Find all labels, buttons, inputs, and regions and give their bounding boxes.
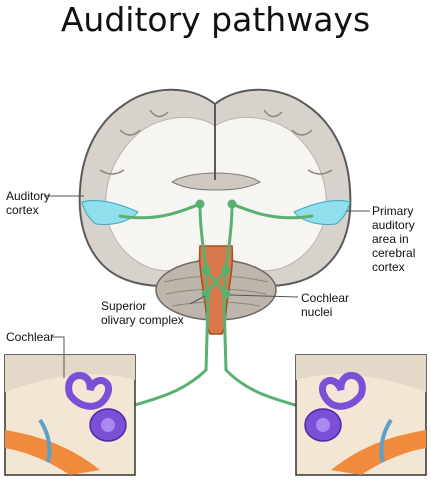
nucleus-cortex-right — [227, 199, 237, 209]
cochlea-left-spiral — [101, 418, 115, 432]
leader-superior-olivary — [189, 295, 206, 305]
bone-left — [5, 355, 135, 392]
eardrum-right — [379, 418, 393, 463]
eardrum-left — [38, 418, 52, 463]
ear-canal-left — [5, 430, 100, 475]
leader-lines — [44, 195, 370, 378]
label-primary-auditory-area: Primary auditory area in cerebral cortex — [372, 204, 416, 274]
bone-right — [296, 355, 426, 392]
pathway-right-ear — [222, 201, 314, 412]
ear-panel-right — [295, 354, 427, 476]
auditory-pathway — [116, 201, 314, 412]
gyri-left — [95, 109, 169, 215]
label-auditory-cortex: Auditory cortex — [6, 189, 51, 217]
leader-cochlear — [52, 336, 65, 378]
auditory-cortex-right — [293, 199, 351, 225]
nucleus-upper-right — [221, 265, 231, 275]
pathway-cross-lower — [204, 268, 228, 296]
leader-cochlear-nuclei — [229, 294, 299, 298]
semicircular-canals-right — [318, 372, 366, 410]
label-superior-olivary-complex: Superior olivary complex — [101, 299, 184, 327]
pathway-nuclei — [195, 199, 237, 299]
auditory-cortex-left — [81, 199, 139, 225]
ear-canal-right — [331, 430, 426, 475]
nucleus-upper-left — [201, 265, 211, 275]
cochlea-right-spiral — [316, 418, 330, 432]
gyri-right — [263, 109, 337, 215]
label-cochlear: Cochlear — [6, 330, 55, 344]
page-title: Auditory pathways — [60, 0, 371, 39]
corpus-callosum — [171, 172, 261, 191]
label-cochlear-nuclei: Cochlear nuclei — [301, 291, 350, 319]
semicircular-canals-left — [65, 372, 113, 410]
pathway-left-ear — [116, 201, 210, 412]
nucleus-lower-right — [221, 289, 231, 299]
nucleus-cortex-left — [195, 199, 205, 209]
ear-panel-left — [4, 354, 136, 476]
